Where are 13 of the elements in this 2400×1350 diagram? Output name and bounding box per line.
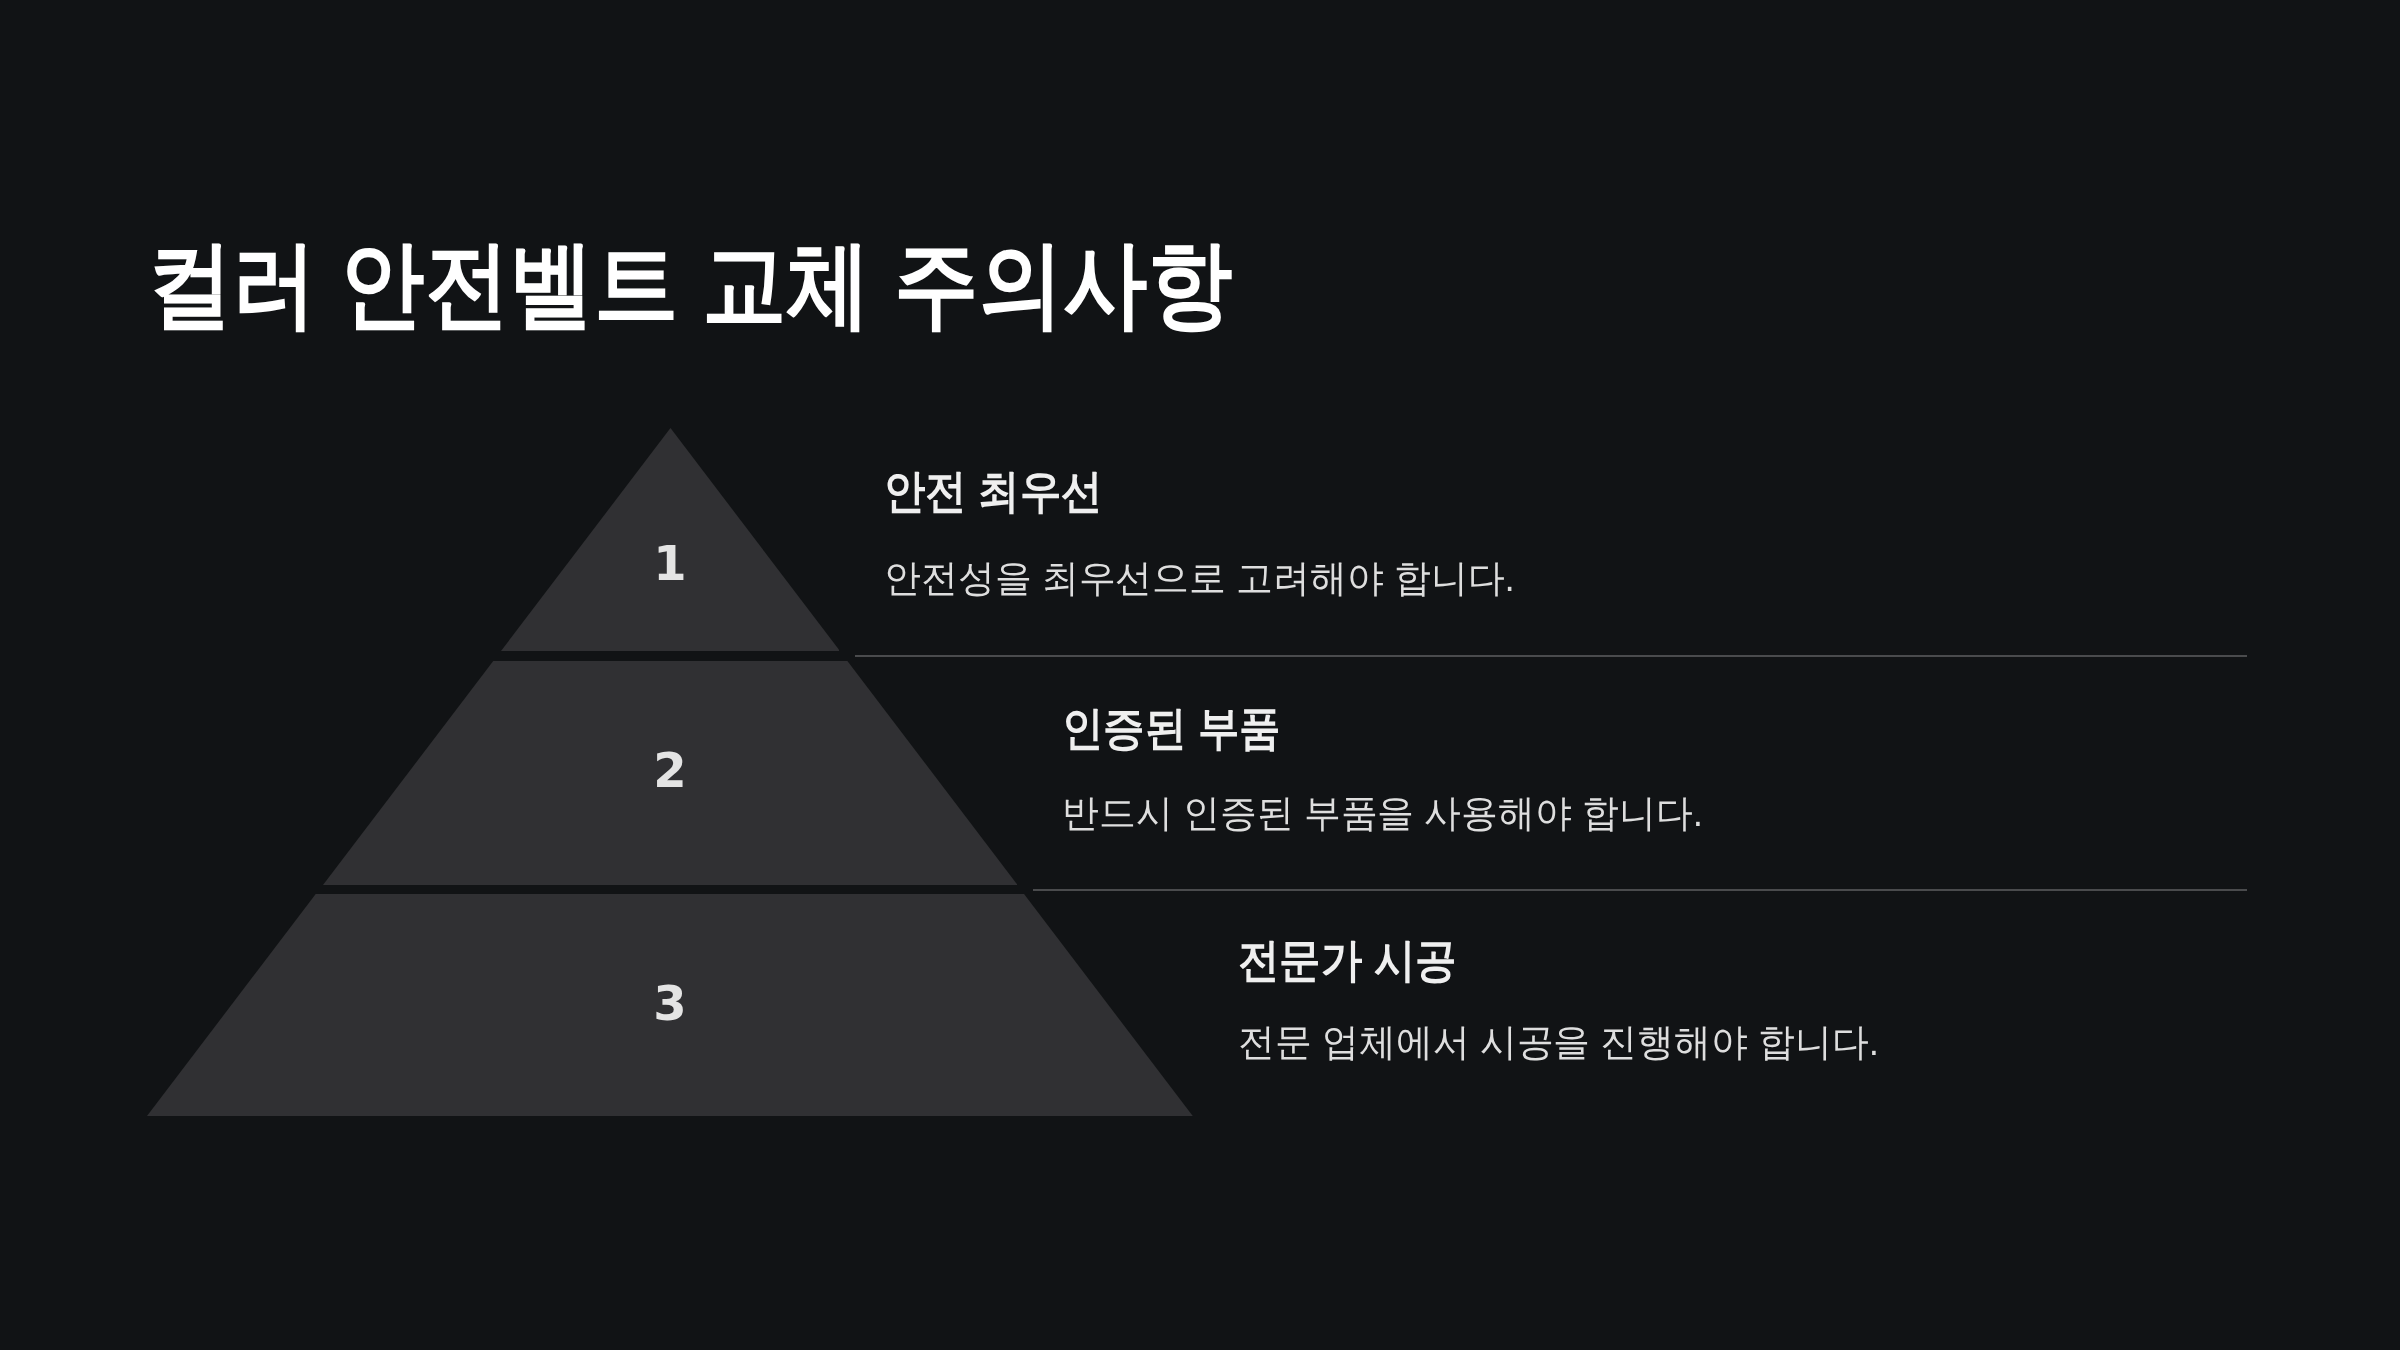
tier-heading: 안전 최우선 bbox=[884, 468, 1103, 514]
tier-description: 반드시 인증된 부품을 사용해야 합니다. bbox=[1062, 794, 1704, 832]
tier-heading: 전문가 시공 bbox=[1237, 937, 1457, 983]
tier-number: 2 bbox=[653, 746, 687, 794]
slide-title: 컬러 안전벨트 교체 주의사항 bbox=[148, 236, 1233, 332]
tier-number: 3 bbox=[653, 979, 687, 1027]
pyramid-tier bbox=[147, 894, 1193, 1116]
pyramid-tier bbox=[322, 661, 1018, 885]
tier-description: 안전성을 최우선으로 고려해야 합니다. bbox=[884, 559, 1516, 597]
tier-heading: 인증된 부품 bbox=[1062, 705, 1281, 751]
tier-number: 1 bbox=[653, 539, 687, 587]
tier-description: 전문 업체에서 시공을 진행해야 합니다. bbox=[1237, 1023, 1879, 1061]
pyramid-tier bbox=[500, 428, 840, 651]
